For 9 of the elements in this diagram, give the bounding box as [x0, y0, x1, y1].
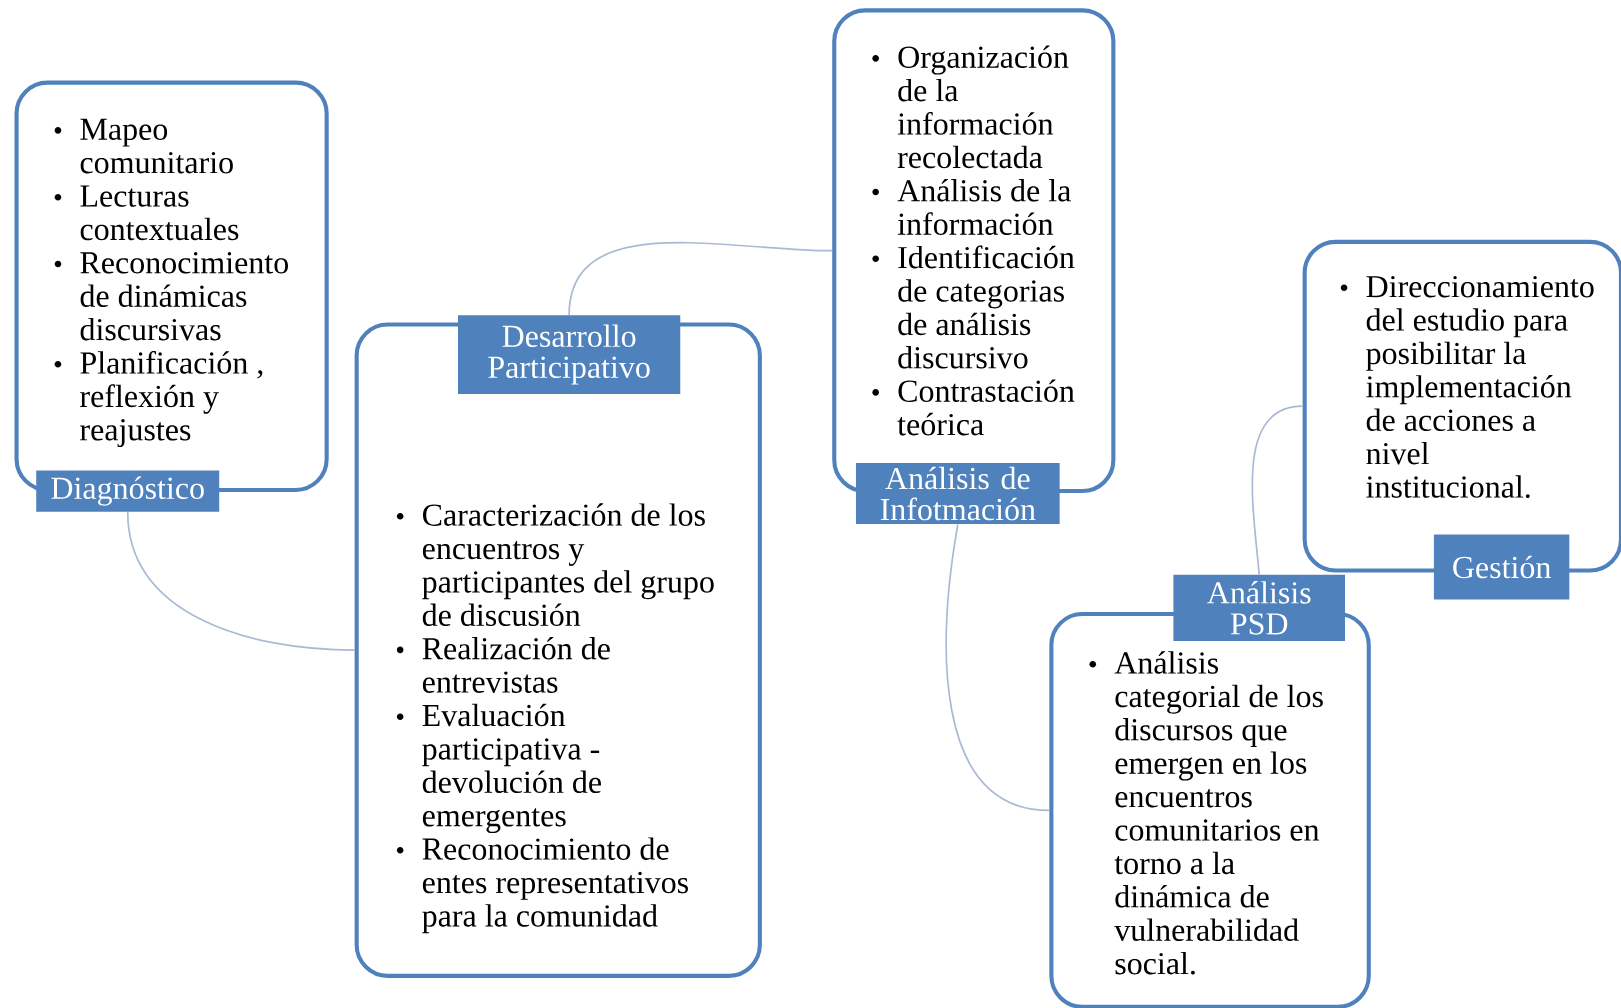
connector-arc: [568, 241, 834, 316]
label-tab: Gestión: [1433, 534, 1570, 600]
label-tab: Desarrollo Participativo: [457, 315, 681, 394]
label-tab: Análisis PSD: [1173, 574, 1345, 641]
label-tab: Análisis de Infotmación: [855, 463, 1060, 525]
label-tab: Diagnóstico: [36, 470, 220, 512]
connector-arc: [1251, 405, 1304, 576]
connector-arc: [945, 523, 1051, 812]
connector-arc: [126, 511, 356, 652]
